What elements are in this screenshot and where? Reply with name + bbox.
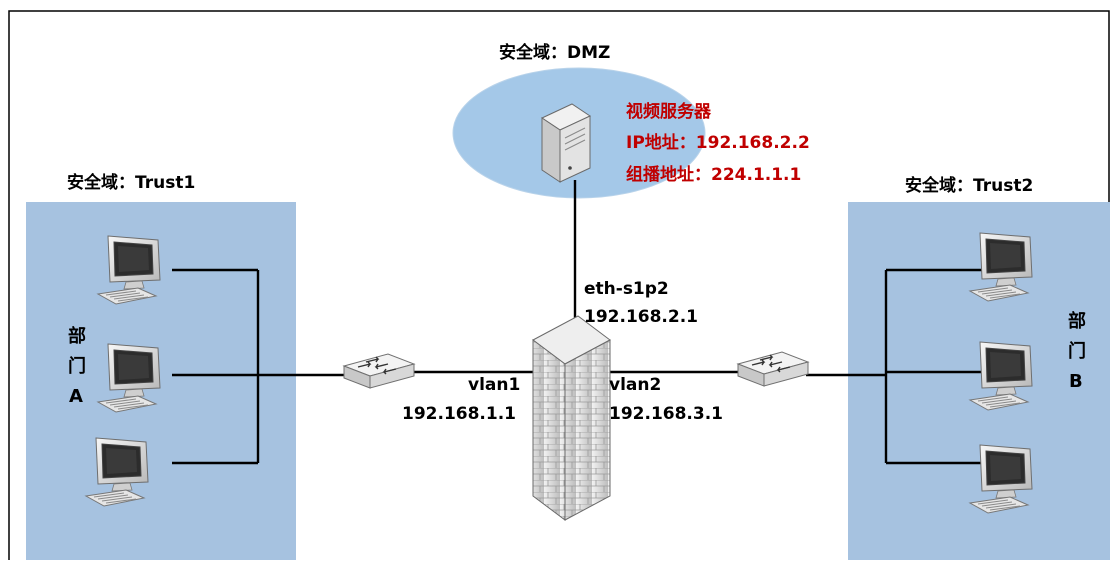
vlan1-ip-label: 192.168.1.1 xyxy=(402,404,516,424)
switch-left-icon xyxy=(343,353,415,389)
dept-a-char2: 门 xyxy=(68,355,86,377)
dept-b-char2: 门 xyxy=(1068,340,1086,362)
dmz-port-ip-label: 192.168.2.1 xyxy=(584,307,698,327)
dept-a-char3: A xyxy=(69,386,83,407)
firewall-icon xyxy=(532,315,611,521)
server-name-label: 视频服务器 xyxy=(626,101,712,122)
dept-b-char3: B xyxy=(1069,371,1083,392)
vlan1-label: vlan1 xyxy=(468,375,520,395)
switch-right-icon xyxy=(737,351,809,387)
video-server-icon xyxy=(540,103,592,183)
trust1-zone-box xyxy=(26,202,296,562)
dmz-port-label: eth-s1p2 xyxy=(584,279,669,299)
trust2-zone-title: 安全域：Trust2 xyxy=(905,175,1033,196)
network-links xyxy=(172,180,985,465)
server-multicast-label: 组播地址：224.1.1.1 xyxy=(626,164,801,185)
dept-b-char1: 部 xyxy=(1068,310,1086,332)
trust1-zone-title: 安全域：Trust1 xyxy=(67,172,195,193)
vlan2-label: vlan2 xyxy=(609,375,661,395)
dept-a-char1: 部 xyxy=(68,325,86,347)
vlan2-ip-label: 192.168.3.1 xyxy=(609,404,723,424)
dmz-zone-title: 安全域：DMZ xyxy=(499,42,610,63)
server-ip-label: IP地址：192.168.2.2 xyxy=(626,132,810,153)
